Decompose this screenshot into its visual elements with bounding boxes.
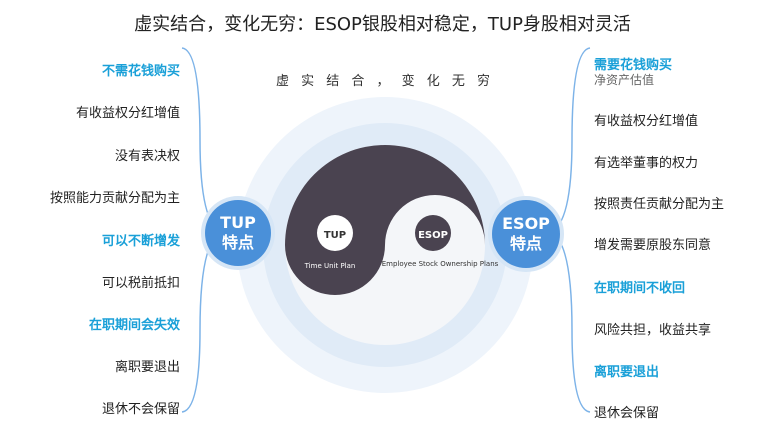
tup-feature-item: 可以不断增发 bbox=[101, 234, 180, 249]
tup-feature-item: 不需花钱购买 bbox=[101, 64, 180, 79]
esop-feature-item: 退休会保留 bbox=[594, 406, 660, 421]
tup-feature-item: 有收益权分红增值 bbox=[75, 106, 180, 121]
tup-dot bbox=[317, 215, 353, 251]
esop-bubble-line1: ESOP bbox=[502, 214, 550, 233]
page-title: 虚实结合，变化无穷：ESOP银股相对稳定，TUP身股相对灵活 bbox=[134, 14, 631, 35]
net-asset-valuation-note: 净资产估值 bbox=[594, 73, 655, 87]
center-subtitle: 虚 实 结 合 ， 变 化 无 穷 bbox=[275, 74, 495, 89]
tup-bubble-line2: 特点 bbox=[221, 233, 254, 252]
esop-feature-bubble: ESOP 特点 bbox=[492, 200, 560, 268]
tup-feature-item: 退休不会保留 bbox=[101, 402, 180, 417]
esop-feature-item: 按照责任贡献分配为主 bbox=[594, 197, 725, 212]
esop-caption: Employee Stock Ownership Plans bbox=[382, 260, 499, 268]
esop-feature-item: 风险共担，收益共享 bbox=[594, 323, 712, 338]
esop-bubble-line2: 特点 bbox=[509, 234, 542, 253]
tup-feature-item: 可以税前抵扣 bbox=[101, 276, 180, 291]
tup-feature-item: 离职要退出 bbox=[114, 360, 180, 375]
tup-label: TUP bbox=[324, 230, 346, 241]
esop-label: ESOP bbox=[418, 230, 448, 241]
esop-feature-item: 离职要退出 bbox=[594, 365, 660, 380]
esop-feature-item: 需要花钱购买 bbox=[594, 58, 673, 73]
tup-bubble-line1: TUP bbox=[220, 213, 256, 232]
yin-half bbox=[285, 145, 485, 295]
tup-feature-item: 没有表决权 bbox=[114, 149, 180, 164]
tup-caption: Time Unit Plan bbox=[304, 262, 356, 270]
esop-feature-item: 有选举董事的权力 bbox=[594, 156, 699, 171]
esop-feature-item: 在职期间不收回 bbox=[594, 281, 686, 296]
tup-feature-item: 按照能力贡献分配为主 bbox=[49, 191, 180, 206]
esop-feature-item: 有收益权分红增值 bbox=[594, 114, 699, 129]
tup-feature-bubble: TUP 特点 bbox=[205, 200, 271, 266]
esop-dot bbox=[415, 215, 451, 251]
tup-feature-item: 在职期间会失效 bbox=[88, 318, 180, 333]
esop-feature-item: 增发需要原股东同意 bbox=[594, 238, 712, 253]
